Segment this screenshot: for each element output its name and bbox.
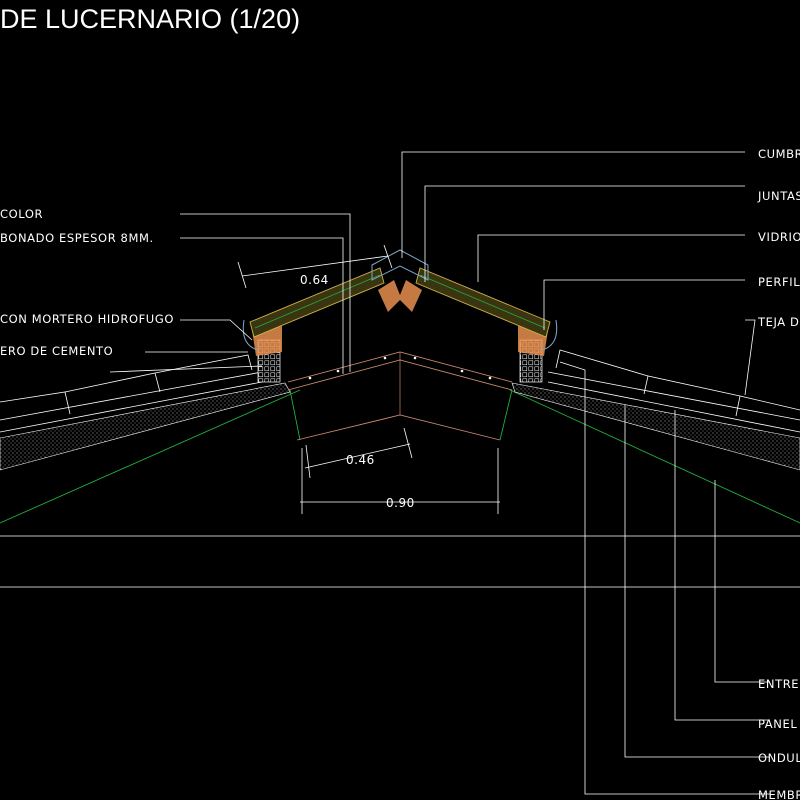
dim-text-slope: 0.64 bbox=[300, 273, 329, 287]
leader-cumbrera bbox=[401, 151, 745, 258]
glass-panel-right bbox=[415, 267, 551, 338]
label-juntas: JUNTAS bbox=[757, 189, 800, 203]
label-cumbrera: CUMBR bbox=[758, 147, 800, 161]
glass-inner-line-left bbox=[254, 274, 381, 329]
roof-underside-left bbox=[0, 389, 301, 524]
leader-panel bbox=[674, 410, 770, 721]
dim-tick-slope-b bbox=[383, 244, 393, 269]
ridge-cap bbox=[371, 249, 429, 281]
dim-tick-slope-a bbox=[237, 261, 247, 289]
roof-underside-right bbox=[509, 389, 800, 524]
ridge-gasket bbox=[378, 280, 422, 312]
leader-mortero bbox=[180, 319, 253, 341]
label-ondul: ONDUL bbox=[758, 751, 800, 765]
roof-sheet-left-mid bbox=[0, 381, 263, 433]
label-membr: MEMBR bbox=[758, 788, 800, 800]
glass-panel-left bbox=[249, 267, 385, 338]
frame-fasteners bbox=[308, 356, 492, 380]
leader-color bbox=[180, 213, 351, 372]
leader-juntas bbox=[424, 185, 745, 282]
roof-tiles-right bbox=[555, 349, 800, 417]
leader-vidrio bbox=[477, 234, 745, 282]
flashing-right bbox=[541, 319, 558, 351]
dim-line-inner bbox=[304, 443, 411, 469]
dim-tick-inner-b bbox=[403, 427, 413, 459]
glass-inner-line-right bbox=[419, 274, 546, 329]
label-policarbonato: BONADO ESPESOR 8MM. bbox=[0, 231, 154, 245]
leader-perfil bbox=[543, 279, 745, 330]
insulation-layer-left bbox=[0, 382, 291, 471]
label-entre: ENTRE bbox=[758, 677, 799, 691]
roof-tiles-left bbox=[0, 354, 253, 415]
roof-sheet-right-mid bbox=[547, 381, 800, 433]
roof-sheet-left-top bbox=[0, 371, 263, 421]
leader-teja bbox=[744, 319, 756, 396]
leader-ondul bbox=[624, 405, 770, 758]
leader-policarbonato bbox=[180, 237, 344, 374]
label-color: COLOR bbox=[0, 207, 43, 221]
label-panel: PANEL bbox=[758, 717, 797, 731]
label-teja: TEJA D bbox=[757, 315, 799, 329]
label-cemento: ERO DE CEMENTO bbox=[0, 344, 113, 358]
drawing-title: DE LUCERNARIO (1/20) bbox=[0, 4, 300, 34]
insulation-layer-right bbox=[511, 382, 800, 471]
dim-text-inner: 0.46 bbox=[346, 453, 375, 467]
roof-sheet-right-top bbox=[547, 371, 800, 421]
label-mortero: CON MORTERO HIDROFUGO bbox=[0, 312, 174, 326]
flashing-left bbox=[242, 319, 259, 351]
dim-line-slope bbox=[241, 255, 389, 277]
leader-entre bbox=[714, 480, 770, 683]
label-perfil: PERFIL bbox=[758, 275, 800, 289]
opening-edge-right bbox=[499, 389, 513, 441]
leader-membr bbox=[559, 361, 770, 795]
opening-edge-left bbox=[289, 389, 301, 441]
dim-text-outer: 0.90 bbox=[386, 496, 415, 510]
leader-cemento-2 bbox=[109, 365, 263, 373]
label-vidrio: VIDRIO bbox=[758, 230, 800, 244]
dim-tick-inner-a bbox=[305, 444, 311, 479]
ceiling-panel-line bbox=[296, 414, 501, 441]
